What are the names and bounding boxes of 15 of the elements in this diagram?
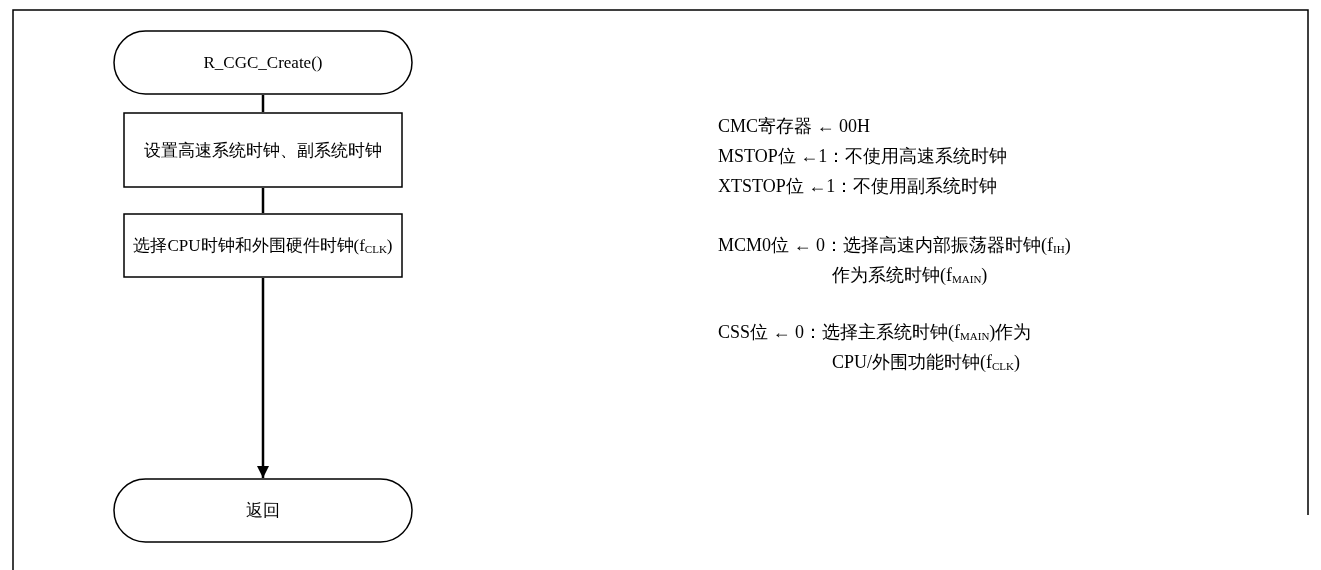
- node-text: R_CGC_Create(): [203, 52, 323, 73]
- connector-line: [261, 188, 265, 213]
- node-text: 设置高速系统时钟、副系统时钟: [144, 139, 382, 162]
- register-note: MCM0位 ← 0：选择高速内部振荡器时钟(f$_{IH}$): [718, 234, 1071, 257]
- register-note: XTSTOP位 ←1：不使用副系统时钟: [718, 175, 998, 198]
- register-note: CSS位 ← 0：选择主系统时钟(f$_{MAIN}$)作为: [718, 321, 1032, 344]
- arrow: [256, 278, 270, 478]
- register-note: 作为系统时钟(f$_{MAIN}$): [832, 264, 988, 287]
- process-box: [123, 112, 403, 188]
- node-text: 返回: [246, 500, 280, 522]
- register-note: CPU/外围功能时钟(f$_{CLK}$): [832, 351, 1020, 374]
- node-text: 选择CPU时钟和外围硬件时钟(f$_{CLK}$): [133, 235, 393, 257]
- process-box: [123, 213, 403, 278]
- register-note: MSTOP位 ←1：不使用高速系统时钟: [718, 145, 1008, 168]
- register-note: CMC寄存器 ← 00H: [718, 115, 870, 138]
